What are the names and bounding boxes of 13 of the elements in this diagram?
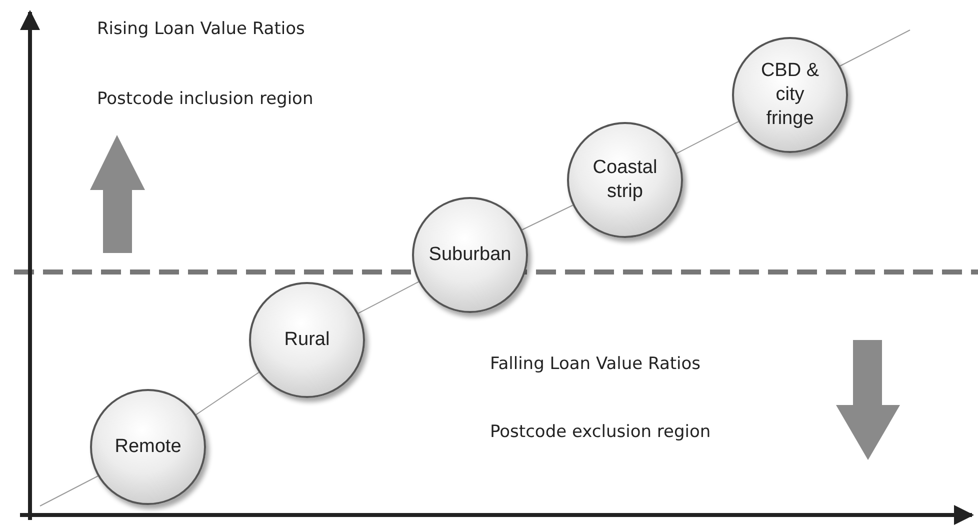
region-label: Rising Loan Value Ratios xyxy=(97,19,305,39)
region-label: Postcode exclusion region xyxy=(490,422,711,442)
connector-line xyxy=(522,204,574,230)
connector-line xyxy=(196,372,260,416)
region-label: Falling Loan Value Ratios xyxy=(490,354,701,374)
location-circle: CBD & city fringe xyxy=(732,37,848,153)
connector-line xyxy=(358,281,420,314)
connector-line xyxy=(676,121,739,154)
location-circle: Rural xyxy=(249,282,365,398)
location-circle: Remote xyxy=(90,389,206,505)
region-label: Postcode inclusion region xyxy=(97,89,314,109)
location-circle: Suburban xyxy=(412,197,528,313)
location-circle: Coastal strip xyxy=(567,122,683,238)
